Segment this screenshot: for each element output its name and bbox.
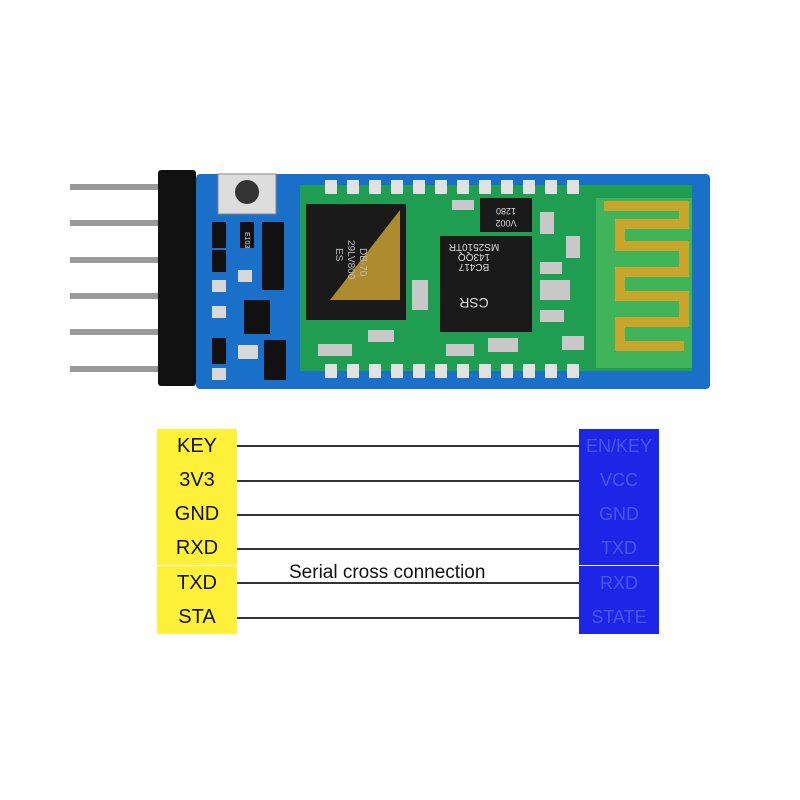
pin-target-state: STATE: [579, 600, 659, 634]
header-pins: [70, 170, 196, 386]
pin-label-sta: STA: [157, 600, 237, 634]
pin-label-txd: TXD: [157, 566, 237, 600]
connection-line-5: [237, 582, 579, 584]
pin-target-rxd: RXD: [579, 566, 659, 600]
pin-target-en-key: EN/KEY: [579, 429, 659, 463]
pin-label-gnd: GND: [157, 497, 237, 531]
connection-line-2: [237, 480, 579, 482]
svg-text:E103: E103: [243, 232, 250, 248]
svg-text:1280: 1280: [496, 206, 516, 216]
connection-line-1: [237, 445, 579, 447]
small-chip: [480, 198, 532, 232]
svg-text:BC417: BC417: [458, 261, 489, 272]
pin-target-vcc: VCC: [579, 463, 659, 497]
svg-text:MS2510TR: MS2510TR: [449, 241, 500, 252]
svg-text:143QQ: 143QQ: [458, 251, 490, 262]
pin-target-gnd: GND: [579, 497, 659, 531]
connection-caption: Serial cross connection: [289, 562, 486, 583]
svg-text:CSR: CSR: [459, 295, 489, 311]
svg-text:ES: ES: [333, 248, 344, 262]
pin-label-rxd: RXD: [157, 531, 237, 565]
connection-line-4: [237, 548, 579, 550]
connection-line-3: [237, 514, 579, 516]
svg-text:V002: V002: [495, 218, 516, 228]
pin-target-txd: TXD: [579, 531, 659, 565]
svg-text:DB-70: DB-70: [357, 248, 368, 277]
main-chip: [440, 236, 532, 332]
connection-line-6: [237, 617, 579, 619]
module-pads: [325, 180, 579, 378]
pin-label-3v3: 3V3: [157, 463, 237, 497]
pin-label-key: KEY: [157, 429, 237, 463]
antenna-trace: [604, 201, 689, 351]
svg-text:29LV800: 29LV800: [345, 240, 356, 280]
